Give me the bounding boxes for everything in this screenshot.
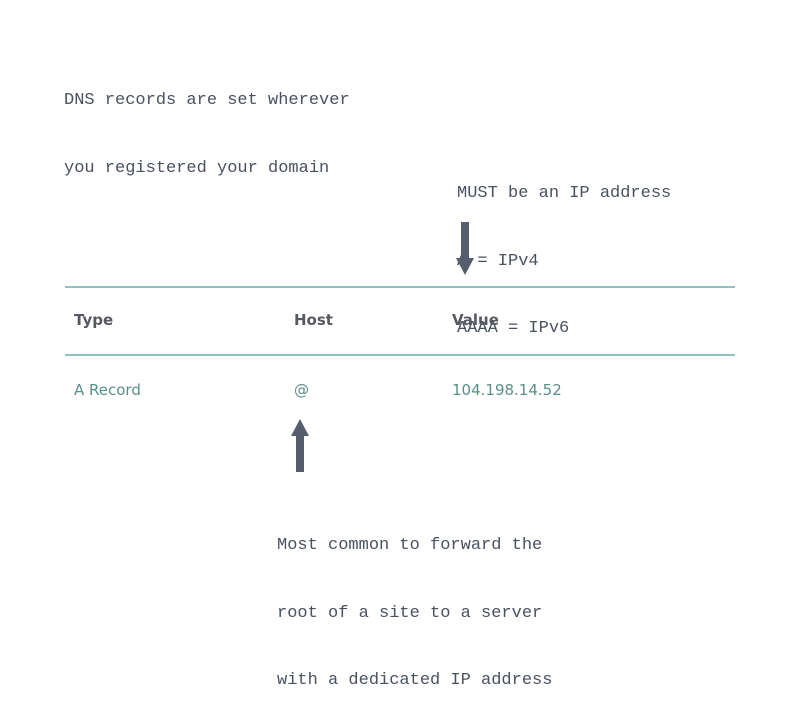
note-line: Most common to forward the (277, 536, 543, 555)
header-value: Value (452, 311, 499, 329)
note-dns-records: DNS records are set wherever you registe… (64, 45, 350, 203)
note-root-forward: Most common to forward the root of a sit… (277, 490, 552, 715)
table-top-rule (65, 286, 735, 288)
note-line: root of a site to a server (277, 603, 543, 623)
arrow-down-icon (456, 222, 474, 275)
note-line: MUST be an IP address (457, 184, 672, 203)
cell-type: A Record (74, 381, 141, 399)
note-line: AAAA = IPv6 (457, 319, 570, 338)
note-line: with a dedicated IP address (277, 671, 553, 690)
note-ip-address: MUST be an IP address A = IPv4 AAAA = IP… (457, 138, 671, 363)
header-host: Host (294, 311, 333, 329)
table-header-rule (65, 354, 735, 356)
arrow-up-icon (291, 419, 309, 472)
cell-host: @ (294, 381, 309, 399)
note-line: DNS records are set wherever (64, 91, 350, 110)
note-line: A = IPv4 (457, 251, 539, 271)
cell-value: 104.198.14.52 (452, 381, 562, 399)
note-line: you registered your domain (64, 158, 330, 178)
header-type: Type (74, 311, 114, 329)
